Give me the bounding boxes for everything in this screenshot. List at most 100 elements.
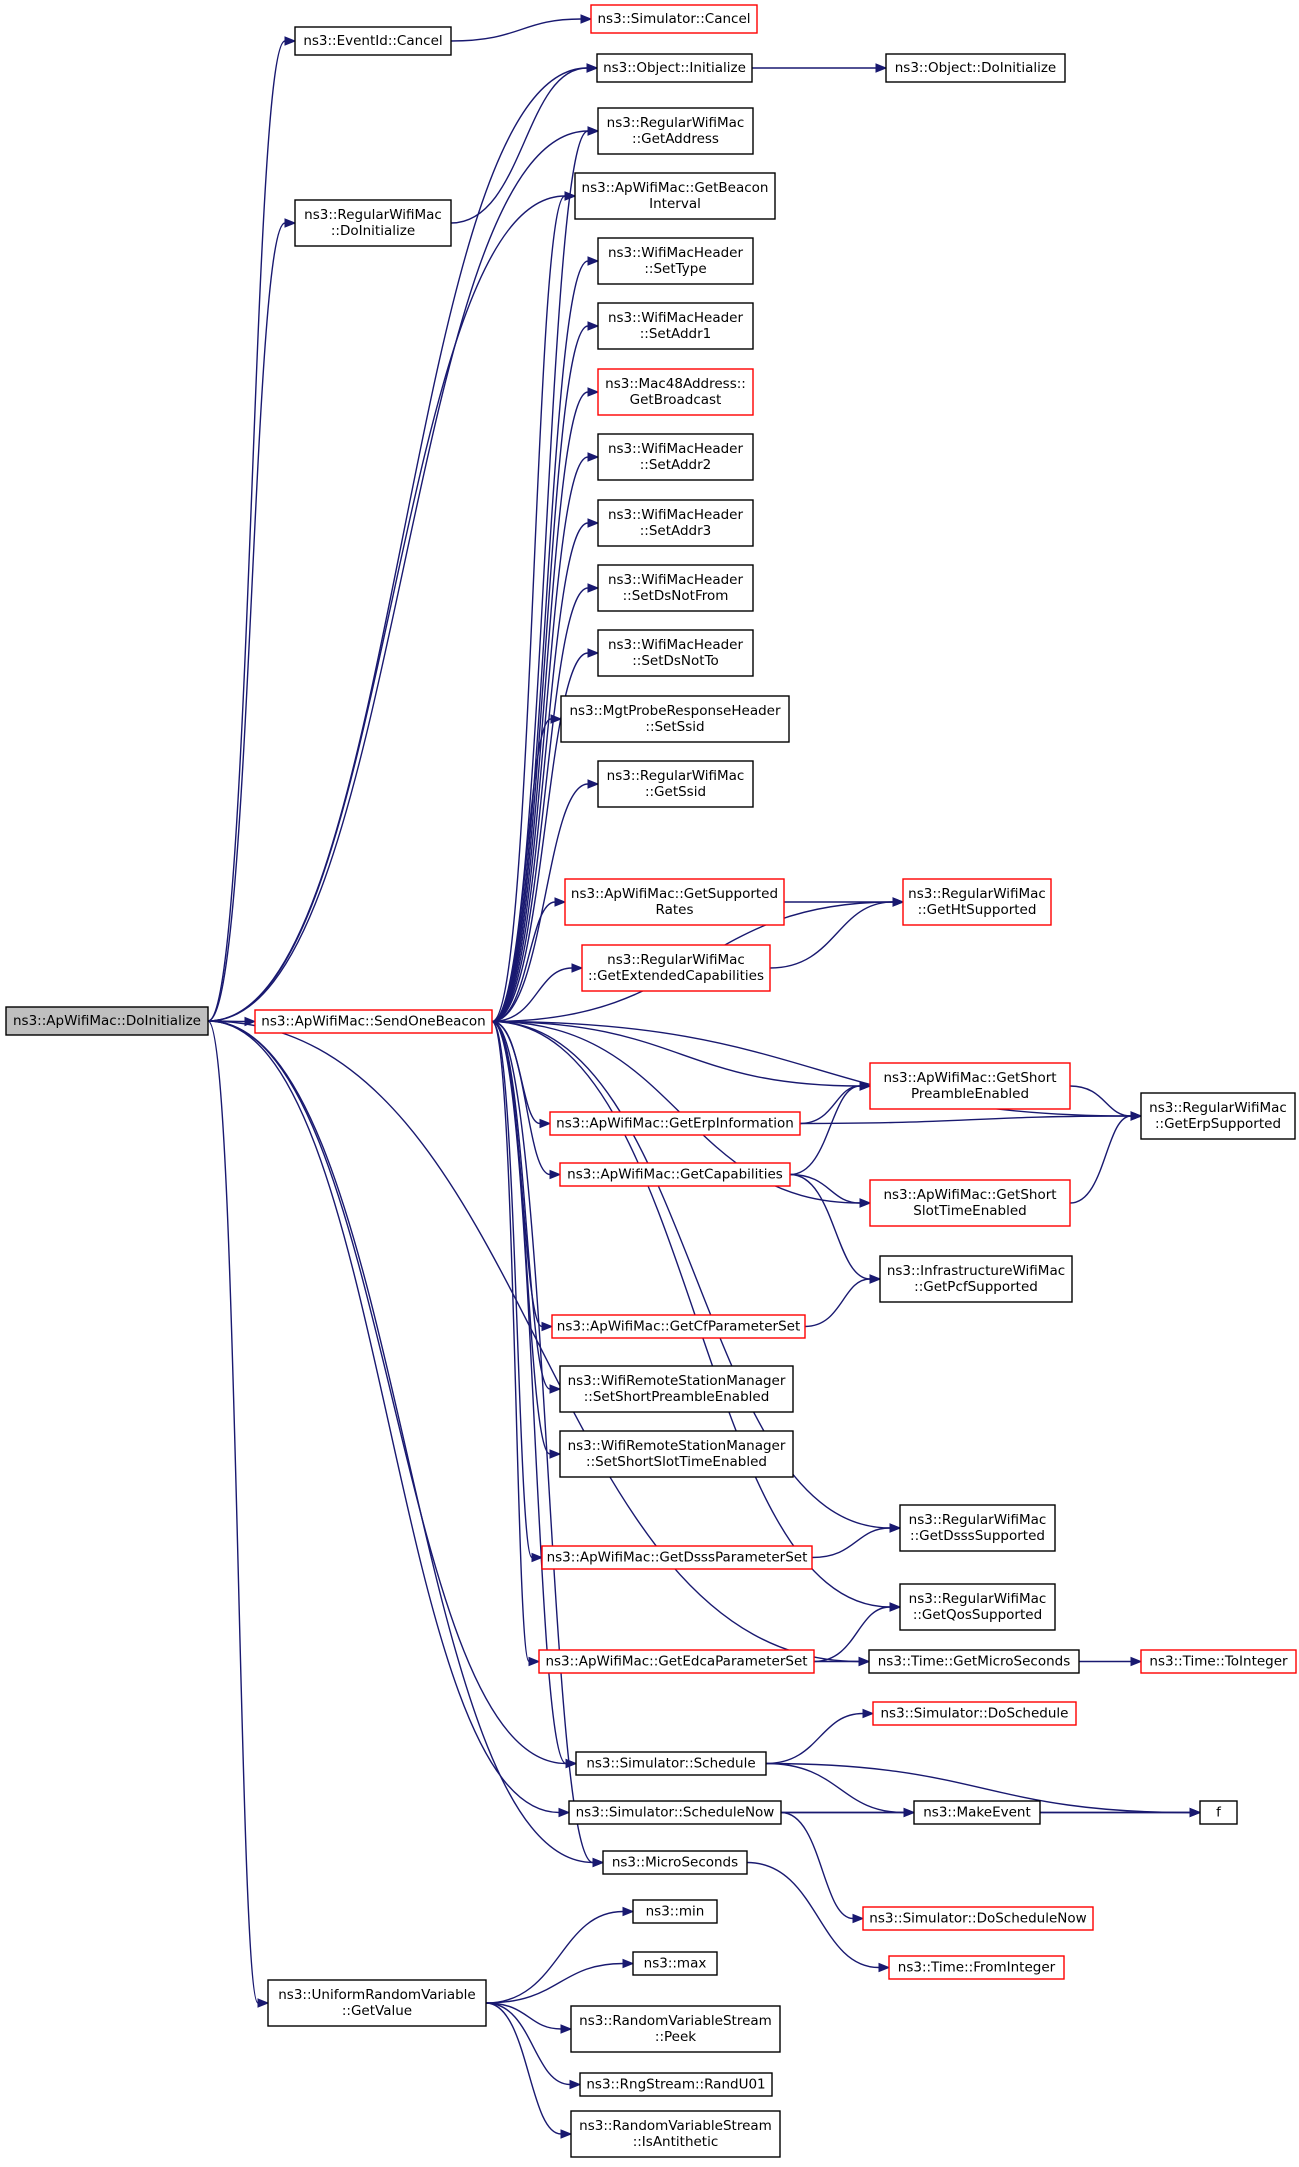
arrowhead bbox=[531, 1552, 544, 1563]
function-node-max[interactable]: ns3::max bbox=[632, 1951, 718, 1976]
node-label: ns3::Simulator::DoScheduleNow bbox=[869, 1911, 1086, 1927]
arrowhead bbox=[558, 1807, 571, 1818]
function-node-eventid-cancel[interactable]: ns3::EventId::Cancel bbox=[294, 26, 452, 56]
node-box bbox=[888, 1955, 1065, 1980]
function-node-rwm-getaddress[interactable]: ns3::RegularWifiMac::GetAddress bbox=[597, 107, 754, 155]
node-label: PreambleEnabled bbox=[911, 1086, 1029, 1102]
function-node-sim-doschedule[interactable]: ns3::Simulator::DoSchedule bbox=[872, 1701, 1077, 1726]
function-node-root[interactable]: ns3::ApWifiMac::DoInitialize bbox=[5, 1006, 209, 1036]
function-node-time-tointeger[interactable]: ns3::Time::ToInteger bbox=[1140, 1649, 1297, 1674]
arrowhead bbox=[889, 1602, 902, 1612]
node-box bbox=[570, 2005, 781, 2053]
call-edge bbox=[491, 583, 600, 1023]
function-node-infra-getpcf[interactable]: ns3::InfrastructureWifiMac::GetPcfSuppor… bbox=[879, 1255, 1073, 1303]
function-node-makeevent[interactable]: ns3::MakeEvent bbox=[913, 1800, 1041, 1825]
function-node-ap-getedcaparam[interactable]: ns3::ApWifiMac::GetEdcaParameterSet bbox=[538, 1649, 815, 1674]
node-box bbox=[632, 1899, 718, 1924]
function-node-obj-doinit[interactable]: ns3::Object::DoInitialize bbox=[885, 53, 1066, 83]
function-node-rwm-getextcap[interactable]: ns3::RegularWifiMac::GetExtendedCapabili… bbox=[581, 944, 771, 992]
function-node-min[interactable]: ns3::min bbox=[632, 1899, 718, 1924]
function-node-ap-getdsssparam[interactable]: ns3::ApWifiMac::GetDsssParameterSet bbox=[541, 1545, 813, 1570]
node-label: ns3::Simulator::DoSchedule bbox=[881, 1706, 1069, 1722]
function-node-rvs-isantithetic[interactable]: ns3::RandomVariableStream::IsAntithetic bbox=[570, 2110, 781, 2158]
node-label: ns3::ApWifiMac::GetCfParameterSet bbox=[557, 1319, 800, 1335]
function-node-sim-schedule[interactable]: ns3::Simulator::Schedule bbox=[575, 1751, 767, 1776]
call-edge bbox=[765, 1708, 875, 1765]
function-node-hdr-setaddr1[interactable]: ns3::WifiMacHeader::SetAddr1 bbox=[597, 302, 754, 350]
function-node-rwm-doinit[interactable]: ns3::RegularWifiMac::DoInitialize bbox=[294, 199, 452, 247]
edge-line bbox=[491, 967, 573, 1023]
node-label: ns3::MgtProbeResponseHeader bbox=[569, 703, 781, 719]
function-node-wrsm-setshortslot[interactable]: ns3::WifiRemoteStationManager::SetShortS… bbox=[559, 1430, 794, 1478]
node-box bbox=[1140, 1649, 1297, 1674]
arrowhead bbox=[869, 1274, 882, 1284]
function-node-urv-getvalue[interactable]: ns3::UniformRandomVariable::GetValue bbox=[267, 1979, 487, 2027]
node-box bbox=[597, 760, 754, 808]
function-node-rvs-peek[interactable]: ns3::RandomVariableStream::Peek bbox=[570, 2005, 781, 2053]
call-edge bbox=[207, 1020, 605, 1868]
edge-line bbox=[799, 1085, 861, 1125]
node-box bbox=[559, 1162, 791, 1187]
function-node-time-frominteger[interactable]: ns3::Time::FromInteger bbox=[888, 1955, 1065, 1980]
function-node-time-getmicro[interactable]: ns3::Time::GetMicroSeconds bbox=[868, 1649, 1080, 1674]
call-edge bbox=[491, 1020, 541, 1667]
edge-line bbox=[491, 587, 589, 1023]
edge-line bbox=[207, 67, 588, 1022]
node-label: ns3::ApWifiMac::GetEdcaParameterSet bbox=[545, 1654, 807, 1670]
call-edge bbox=[485, 2002, 573, 2139]
call-edge bbox=[491, 1020, 552, 1129]
function-node-rwm-getssid[interactable]: ns3::RegularWifiMac::GetSsid bbox=[597, 760, 754, 808]
function-node-sim-doschedulenow[interactable]: ns3::Simulator::DoScheduleNow bbox=[862, 1906, 1094, 1931]
node-box bbox=[590, 4, 758, 34]
node-box bbox=[559, 1430, 794, 1478]
node-label: ::SetAddr1 bbox=[640, 326, 712, 342]
call-edge bbox=[789, 1081, 872, 1176]
node-box bbox=[541, 1545, 813, 1570]
node-box bbox=[597, 107, 754, 155]
function-node-rwm-getht[interactable]: ns3::RegularWifiMac::GetHtSupported bbox=[902, 878, 1052, 926]
function-node-rwm-getqos[interactable]: ns3::RegularWifiMac::GetQosSupported bbox=[899, 1583, 1056, 1631]
function-node-f[interactable]: f bbox=[1199, 1800, 1238, 1825]
function-node-sim-schedulenow[interactable]: ns3::Simulator::ScheduleNow bbox=[568, 1800, 782, 1825]
function-node-ap-geterpinfo[interactable]: ns3::ApWifiMac::GetErpInformation bbox=[549, 1111, 801, 1136]
function-node-ap-getcfparam[interactable]: ns3::ApWifiMac::GetCfParameterSet bbox=[551, 1314, 806, 1339]
function-node-mac48-bcast[interactable]: ns3::Mac48Address::GetBroadcast bbox=[597, 368, 754, 416]
arrowhead bbox=[587, 648, 600, 658]
node-label: ns3::ApWifiMac::DoInitialize bbox=[13, 1013, 201, 1029]
call-edge bbox=[207, 1020, 871, 1667]
call-edge bbox=[491, 714, 563, 1023]
function-node-rwm-getdsss[interactable]: ns3::RegularWifiMac::GetDsssSupported bbox=[899, 1504, 1056, 1552]
function-node-obj-initialize[interactable]: ns3::Object::Initialize bbox=[596, 53, 753, 83]
edge-line bbox=[207, 1020, 594, 1864]
edge-line bbox=[491, 783, 589, 1023]
function-node-hdr-settype[interactable]: ns3::WifiMacHeader::SetType bbox=[597, 237, 754, 285]
node-box bbox=[1199, 1800, 1238, 1825]
node-box bbox=[869, 1179, 1071, 1227]
function-node-rwm-geterp[interactable]: ns3::RegularWifiMac::GetErpSupported bbox=[1140, 1092, 1296, 1140]
node-box bbox=[899, 1583, 1056, 1631]
function-node-hdr-setaddr3[interactable]: ns3::WifiMacHeader::SetAddr3 bbox=[597, 499, 754, 547]
function-node-probe-setssid[interactable]: ns3::MgtProbeResponseHeader::SetSsid bbox=[560, 695, 790, 743]
call-edge bbox=[207, 126, 600, 1022]
call-edge bbox=[207, 1020, 270, 2008]
node-label: Rates bbox=[656, 902, 694, 918]
function-node-hdr-setaddr2[interactable]: ns3::WifiMacHeader::SetAddr2 bbox=[597, 433, 754, 481]
function-node-hdr-setdsnotto[interactable]: ns3::WifiMacHeader::SetDsNotTo bbox=[597, 629, 754, 677]
call-edge bbox=[491, 387, 600, 1023]
function-node-ap-getcaps[interactable]: ns3::ApWifiMac::GetCapabilities bbox=[559, 1162, 791, 1187]
function-node-microseconds[interactable]: ns3::MicroSeconds bbox=[602, 1850, 748, 1875]
node-label: ::SetDsNotFrom bbox=[623, 588, 729, 604]
function-node-wrsm-setshortpre[interactable]: ns3::WifiRemoteStationManager::SetShortP… bbox=[559, 1365, 794, 1413]
arrowhead bbox=[284, 218, 297, 228]
call-edge bbox=[491, 321, 600, 1023]
edge-line bbox=[491, 130, 589, 1023]
function-node-ap-sendonebeacon[interactable]: ns3::ApWifiMac::SendOneBeacon bbox=[254, 1009, 493, 1034]
function-node-hdr-setdsnotfrom[interactable]: ns3::WifiMacHeader::SetDsNotFrom bbox=[597, 564, 754, 612]
edge-line bbox=[491, 1020, 543, 1328]
function-node-sim-cancel[interactable]: ns3::Simulator::Cancel bbox=[590, 4, 758, 34]
function-node-rng-randu01[interactable]: ns3::RngStream::RandU01 bbox=[579, 2072, 773, 2097]
